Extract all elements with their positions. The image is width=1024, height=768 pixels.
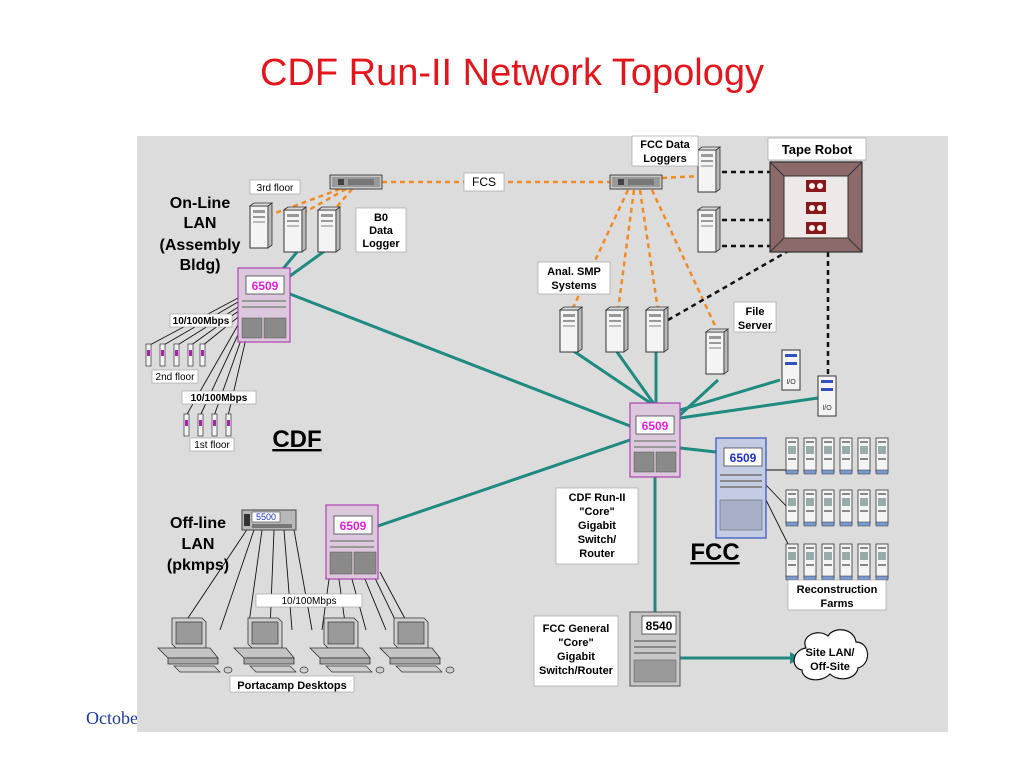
core-switch-label-4: Switch/ (578, 534, 617, 546)
switch-5500-label: 5500 (256, 512, 276, 522)
reconstruction-label-2: Farms (820, 598, 853, 610)
b0-data-logger-server (317, 206, 341, 253)
smp-server-1 (559, 306, 583, 353)
tower-server-2: I/O (817, 375, 837, 417)
smp-server-3 (645, 306, 669, 353)
switch-offline-6509 (325, 504, 379, 580)
switch-core-label: 6509 (642, 419, 669, 433)
smp-server-2 (605, 306, 629, 353)
switch-recon-6509 (715, 437, 767, 539)
b0-logger-label-2: Data (369, 225, 394, 237)
site-lan-label-1: Site LAN/ (806, 647, 855, 659)
anal-smp-label-1: Anal. SMP (547, 266, 601, 278)
file-server (705, 328, 729, 375)
online-lan-label-4: Bldg) (180, 257, 221, 274)
fcc-data-loggers-label-2: Loggers (643, 153, 686, 165)
fcc-general-label-2: "Core" (558, 637, 594, 649)
mbps-label-a: 10/100Mbps (173, 316, 230, 327)
b0-logger-label-1: B0 (374, 212, 388, 224)
tape-robot (769, 161, 863, 253)
core-switch-label-5: Router (579, 548, 615, 560)
switch-online-label: 6509 (252, 279, 279, 293)
tape-robot-label: Tape Robot (782, 142, 853, 157)
svg-text:I/O: I/O (786, 379, 796, 386)
site-lan-label-2: Off-Site (810, 661, 850, 673)
fcc-data-loggers-label-1: FCC Data (640, 139, 690, 151)
tower-server-1: I/O (781, 349, 801, 391)
label-boxes (151, 135, 887, 693)
online-server-2 (283, 206, 307, 253)
offline-lan-label-1: Off-line (170, 515, 226, 532)
site-lan-cloud (793, 629, 869, 681)
core-switch-label-1: CDF Run-II (569, 492, 626, 504)
switch-8540 (629, 611, 681, 687)
fcc-general-label-3: Gigabit (557, 651, 595, 663)
b0-logger-label-3: Logger (362, 238, 400, 250)
switch-5500 (241, 509, 297, 531)
second-floor-label: 2nd floor (156, 372, 196, 383)
fcc-general-label-4: Switch/Router (539, 665, 614, 677)
footer-date: Octobe (86, 708, 138, 728)
fcc-general-label-1: FCC General (543, 623, 610, 635)
switch-offline-label: 6509 (340, 519, 367, 533)
file-server-label-1: File (746, 306, 765, 318)
online-lan-label-3: (Assembly (160, 237, 241, 254)
gigabit-links (280, 248, 819, 660)
online-server-1 (249, 202, 273, 249)
fcc-data-logger-1 (697, 146, 721, 193)
file-server-label-2: Server (738, 320, 773, 332)
mbps-label-c: 10/100Mbps (281, 596, 336, 607)
switch-recon-label: 6509 (730, 451, 757, 465)
svg-text:I/O: I/O (822, 405, 832, 412)
fcc-label: FCC (690, 539, 739, 566)
core-switch-label-2: "Core" (579, 506, 615, 518)
page-title: CDF Run-II Network Topology (259, 52, 765, 94)
anal-smp-label-2: Systems (551, 280, 596, 292)
fcc-data-logger-2 (697, 206, 721, 253)
fcs-logger-left (329, 174, 383, 190)
online-lan-label-1: On-Line (170, 195, 231, 212)
first-floor-label: 1st floor (194, 440, 230, 451)
offline-lan-label-3: (pkmps) (167, 557, 229, 574)
portacamp-label: Portacamp Desktops (237, 680, 346, 692)
switch-8540-label: 8540 (646, 619, 673, 633)
cdf-label: CDF (272, 426, 321, 453)
fcs-label: FCS (472, 175, 496, 189)
switch-online-6509 (237, 267, 291, 343)
offline-lan-label-2: LAN (182, 536, 215, 553)
fcs-logger-right (609, 174, 663, 190)
core-switch-label-3: Gigabit (578, 520, 616, 532)
reconstruction-label-1: Reconstruction (797, 584, 878, 596)
switch-core-6509 (629, 402, 681, 478)
mbps-label-b: 10/100Mbps (191, 393, 248, 404)
third-floor-label: 3rd floor (257, 183, 294, 194)
online-lan-label-2: LAN (184, 215, 217, 232)
